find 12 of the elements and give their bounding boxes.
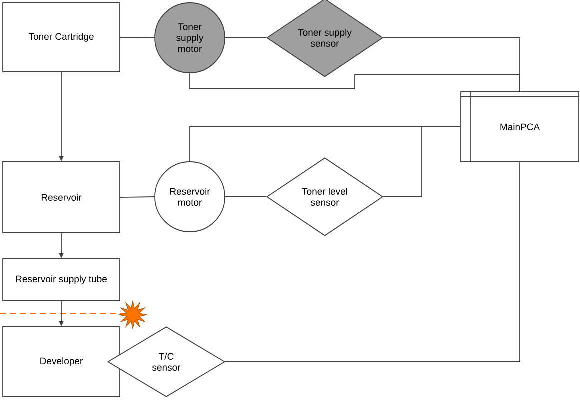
process-box: Reservoir supply tube	[2, 258, 120, 302]
process-box: Reservoir	[2, 162, 120, 234]
connector	[225, 162, 520, 362]
node-label: T/C sensor	[152, 353, 181, 371]
process-box: Developer	[2, 326, 120, 398]
process-box: Toner Cartridge	[2, 2, 120, 72]
connector	[225, 196, 267, 198]
connector	[120, 196, 155, 198]
connector	[383, 126, 461, 198]
connector	[190, 73, 520, 92]
connector	[120, 37, 155, 38]
board-box: MainPCA	[460, 92, 580, 162]
